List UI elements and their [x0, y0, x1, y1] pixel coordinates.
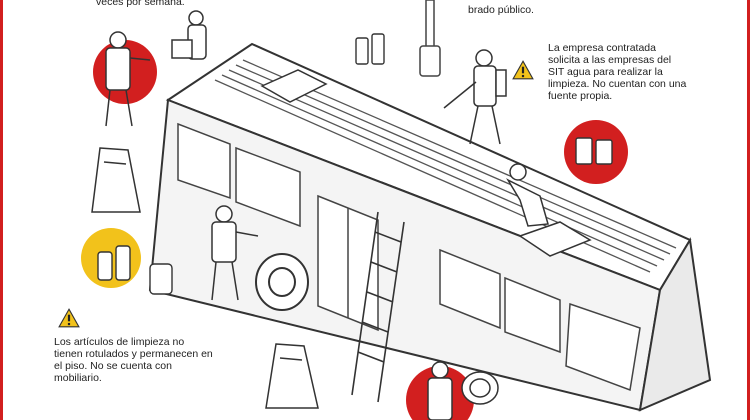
cleaning-articles-note: Los artículos de limpieza no tienen rotu…: [54, 336, 213, 384]
roof-hatches: [260, 69, 592, 257]
warning-icon: [58, 308, 80, 328]
left-border-line: [0, 0, 3, 420]
top-right-caption-fragment: brado público.: [468, 4, 534, 16]
top-left-caption-fragment: veces por semana.: [96, 0, 185, 8]
water-supply-note: La empresa contratada solicita a las emp…: [548, 42, 687, 102]
worker-sprayer: [443, 49, 507, 145]
worker-side: [211, 205, 259, 301]
warning-icon: [512, 60, 534, 80]
lamp-post: [419, 0, 441, 77]
worker-red-circle: [105, 31, 151, 127]
wet-floor-sign-left: [91, 147, 141, 213]
worker-washer: [427, 361, 499, 420]
bus-windows: [177, 122, 641, 392]
ladder: [351, 211, 405, 403]
bus-door: [317, 194, 379, 332]
wet-floor-sign-bottom: [265, 343, 319, 409]
right-border-line: [747, 0, 750, 420]
worker-on-roof: [506, 163, 549, 227]
buckets: [355, 33, 613, 165]
cleaning-products: [97, 245, 173, 295]
worker-box: [171, 10, 207, 60]
bus-wheel: [255, 253, 309, 311]
